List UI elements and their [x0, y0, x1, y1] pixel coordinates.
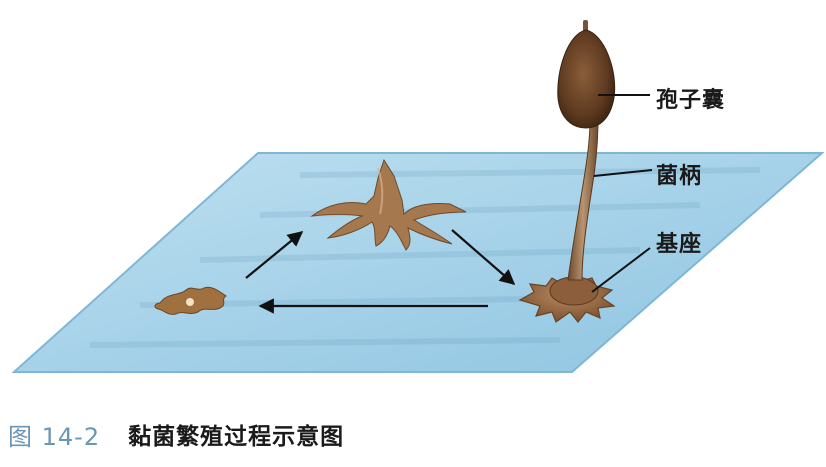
- substrate-plane: [11, 152, 825, 373]
- arrow-plasmodium-to-fruiting: [451, 229, 516, 286]
- cycle-arrows: [245, 229, 516, 314]
- fruiting-body-base: [518, 275, 616, 323]
- arrow-spore-to-plasmodium: [245, 231, 304, 279]
- label-base: 基座: [656, 231, 703, 257]
- figure-caption: 图 14-2 黏菌繁殖过程示意图: [8, 416, 344, 452]
- sporangium: [557, 20, 616, 129]
- slime-mold-diagram: [11, 20, 825, 373]
- label-sporangium: 孢子囊: [656, 87, 726, 113]
- spore-cluster: [154, 286, 227, 315]
- figure-number: 图 14-2: [8, 422, 101, 451]
- plasmodium: [310, 158, 467, 251]
- figure-title: 黏菌繁殖过程示意图: [128, 423, 345, 450]
- leader-lines: [591, 94, 653, 293]
- label-stalk: 菌柄: [656, 163, 703, 189]
